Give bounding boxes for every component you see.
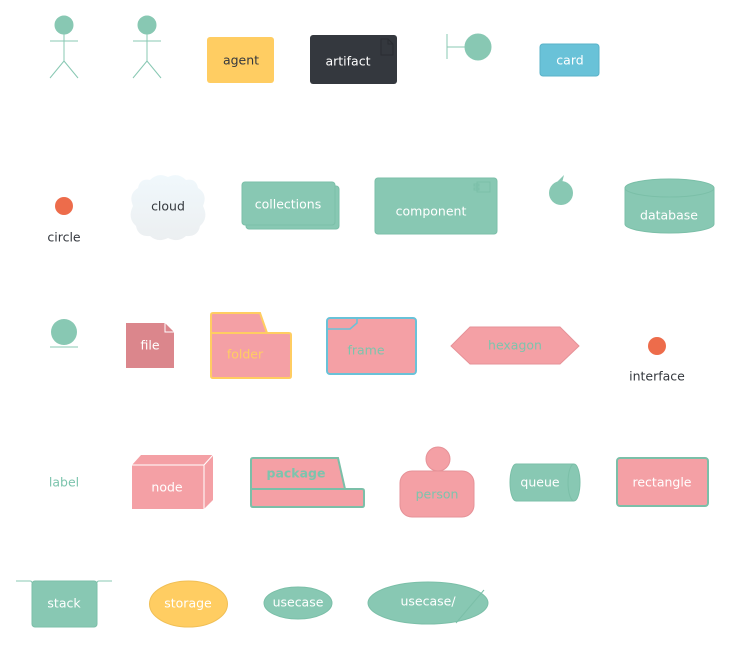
queue-label: queue (520, 475, 559, 490)
hexagon-node[interactable]: hexagon (450, 326, 580, 365)
hexagon-label: hexagon (488, 338, 542, 353)
cloud-node[interactable]: cloud (130, 175, 206, 241)
storage-label: storage (164, 596, 212, 611)
stack-label: stack (47, 596, 81, 611)
collections-node[interactable]: collections (241, 181, 340, 230)
component-node[interactable]: component (374, 177, 498, 235)
boundary-node[interactable] (446, 33, 492, 61)
component-label: component (396, 204, 467, 219)
database-label: database (640, 208, 698, 223)
package-label: package (267, 466, 326, 481)
entity-node[interactable] (50, 319, 78, 348)
agent-node[interactable]: agent (207, 37, 274, 83)
file-label: file (140, 338, 159, 353)
business-usecase-node[interactable]: usecase/ (367, 581, 489, 625)
rectangle-label: rectangle (632, 475, 691, 490)
node-label: node (151, 480, 183, 495)
actor-1[interactable] (49, 15, 79, 79)
frame-label: frame (347, 343, 384, 358)
interface-label: interface (629, 369, 685, 384)
person-label: person (416, 487, 459, 502)
storage-node[interactable]: storage (149, 580, 228, 628)
queue-node[interactable]: queue (509, 463, 581, 502)
artifact-file-icon (380, 38, 394, 56)
artifact-label: artifact (325, 54, 370, 69)
database-node[interactable]: database (624, 178, 715, 234)
stack-node[interactable]: stack (16, 580, 112, 628)
usecase-slash-label: usecase/ (400, 594, 456, 609)
actor-2[interactable] (132, 15, 162, 79)
usecase-node[interactable]: usecase (263, 586, 333, 620)
rectangle-node[interactable]: rectangle (616, 457, 709, 507)
card-label: card (556, 53, 583, 68)
usecase-label: usecase (273, 595, 324, 610)
file-node[interactable]: file (126, 323, 174, 368)
card-node[interactable]: card (539, 43, 600, 77)
collections-label: collections (255, 197, 322, 212)
agent-label: agent (223, 53, 259, 68)
frame-node[interactable]: frame (326, 317, 417, 375)
cloud-label: cloud (151, 199, 185, 214)
component-icon (473, 181, 491, 193)
interface-node[interactable]: interface (629, 337, 685, 384)
label-node[interactable]: label (49, 475, 79, 490)
control-node[interactable] (549, 175, 573, 205)
circle-node[interactable]: circle (47, 197, 81, 245)
person-node[interactable]: person (399, 446, 475, 518)
folder-label: folder (227, 347, 264, 362)
folder-node[interactable]: folder (210, 312, 292, 379)
node-node[interactable]: node (132, 454, 214, 509)
circle-label: circle (47, 230, 81, 245)
package-node[interactable]: package (250, 457, 365, 508)
artifact-node[interactable]: artifact (310, 35, 397, 84)
